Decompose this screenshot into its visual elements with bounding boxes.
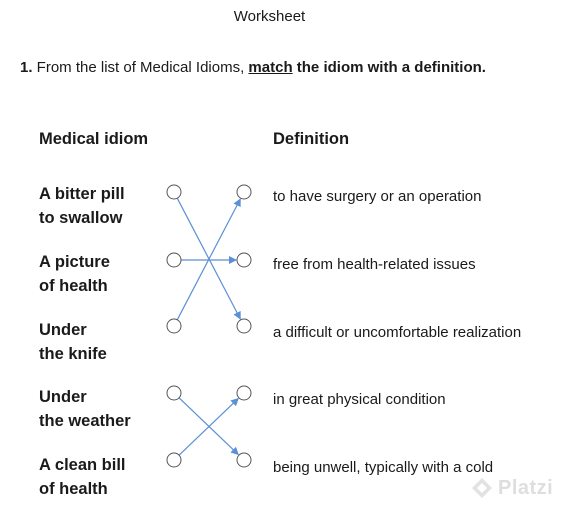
definition-column-heading: Definition <box>273 130 350 148</box>
definition-match-dot[interactable] <box>236 385 252 401</box>
question-text-after: the idiom with a definition. <box>292 59 486 76</box>
idiom-column-heading: Medical idiom <box>39 130 149 148</box>
idiom-line: A bitter pill <box>39 185 125 203</box>
definition-match-dot[interactable] <box>236 252 252 268</box>
question-text-before: From the list of Medical Idioms, <box>32 59 249 76</box>
question-1: 1. From the list of Medical Idioms, matc… <box>20 59 486 77</box>
idiom-line: A clean bill <box>39 456 126 474</box>
watermark-text: Platzi <box>498 476 554 499</box>
idiom-line: of health <box>39 480 108 498</box>
question-number: 1. <box>20 59 33 76</box>
idiom-match-dot[interactable] <box>166 252 182 268</box>
definition-match-dot[interactable] <box>236 184 252 200</box>
idiom-item: A picture of health <box>39 250 159 298</box>
definition-match-dot[interactable] <box>236 452 252 468</box>
idiom-match-dot[interactable] <box>166 385 182 401</box>
idiom-line: A picture <box>39 253 110 271</box>
idiom-match-dot[interactable] <box>166 318 182 334</box>
definition-item: free from health-related issues <box>273 256 476 273</box>
idiom-line: of health <box>39 277 108 295</box>
idiom-line: the weather <box>39 412 131 430</box>
idiom-item: Under the weather <box>39 385 159 433</box>
match-connector-arrow <box>176 198 241 321</box>
idiom-match-dot[interactable] <box>166 452 182 468</box>
match-connector-arrow <box>178 397 239 456</box>
definition-item: being unwell, typically with a cold <box>273 459 494 476</box>
question-underlined-word: match <box>248 59 293 76</box>
idiom-item: A bitter pill to swallow <box>39 182 159 230</box>
definition-match-dot[interactable] <box>236 318 252 334</box>
definition-item: to have surgery or an operation <box>273 188 482 205</box>
idiom-item: A clean bill of health <box>39 453 159 501</box>
definition-item: a difficult or uncomfortable realization <box>273 324 522 341</box>
idiom-line: to swallow <box>39 209 123 227</box>
idiom-line: the knife <box>39 345 107 363</box>
definition-item: in great physical condition <box>273 391 446 408</box>
platzi-watermark: Platzi <box>470 474 553 502</box>
idiom-item: Under the knife <box>39 318 159 366</box>
idiom-line: Under <box>39 388 87 406</box>
worksheet-title: Worksheet <box>233 8 306 25</box>
idiom-match-dot[interactable] <box>166 184 182 200</box>
platzi-logo-icon <box>472 478 492 498</box>
idiom-line: Under <box>39 321 87 339</box>
